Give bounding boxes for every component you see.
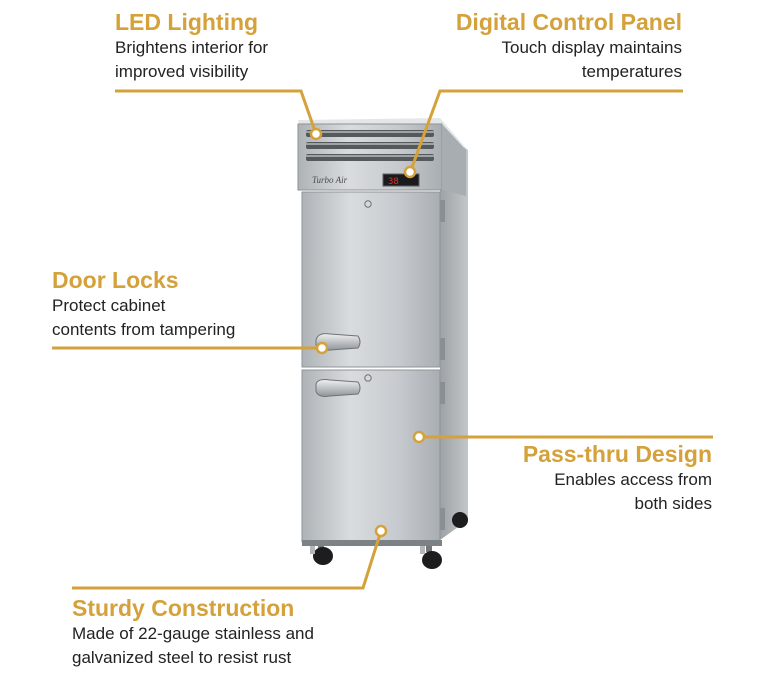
- callout-desc-line1: Made of 22-gauge stainless and: [72, 624, 314, 643]
- callout-desc-line1: Enables access from: [554, 470, 712, 489]
- callout-desc-line1: Touch display maintains: [501, 38, 682, 57]
- cabinet-base: [302, 540, 442, 546]
- callout-title: Sturdy Construction: [72, 595, 295, 621]
- display-readout: 38: [388, 177, 399, 187]
- brand-badge: Turbo Air: [312, 175, 348, 185]
- callout-desc-line2: temperatures: [581, 62, 682, 81]
- callout-desc-line1: Protect cabinet: [52, 296, 166, 315]
- callout-led-lighting: LED Lighting Brightens interior for impr…: [115, 8, 268, 84]
- callout-desc-line1: Brightens interior for: [115, 38, 269, 57]
- leader-dot-control: [403, 165, 417, 179]
- leader-led: [115, 89, 318, 135]
- leader-control: [409, 89, 683, 171]
- leader-dot-locks: [315, 341, 329, 355]
- leader-dot-led: [309, 127, 323, 141]
- door-hinges: [440, 200, 445, 530]
- callout-desc-line2: contents from tampering: [52, 320, 236, 339]
- callout-sturdy-construction: Sturdy Construction Made of 22-gauge sta…: [72, 594, 314, 670]
- leader-construction: [72, 530, 383, 590]
- callout-title: LED Lighting: [115, 9, 259, 35]
- lower-door: [301, 369, 441, 543]
- callout-desc-line2: both sides: [634, 494, 713, 513]
- leader-dot-construction: [374, 524, 388, 538]
- header-side: [442, 124, 466, 196]
- callout-title: Digital Control Panel: [455, 9, 682, 35]
- callout-pass-thru-design: Pass-thru Design Enables access from bot…: [523, 440, 712, 516]
- callout-door-locks: Door Locks Protect cabinet contents from…: [52, 266, 235, 342]
- vent-louvers: [306, 130, 434, 161]
- callout-title: Door Locks: [52, 267, 179, 293]
- callout-desc-line2: improved visibility: [115, 62, 249, 81]
- casters: [310, 512, 468, 569]
- leader-dot-passthru: [412, 430, 426, 444]
- callout-title: Pass-thru Design: [522, 441, 712, 467]
- callout-digital-control-panel: Digital Control Panel Touch display main…: [456, 8, 682, 84]
- lock-keyholes: [364, 200, 372, 382]
- callout-desc-line2: galvanized steel to resist rust: [72, 648, 292, 667]
